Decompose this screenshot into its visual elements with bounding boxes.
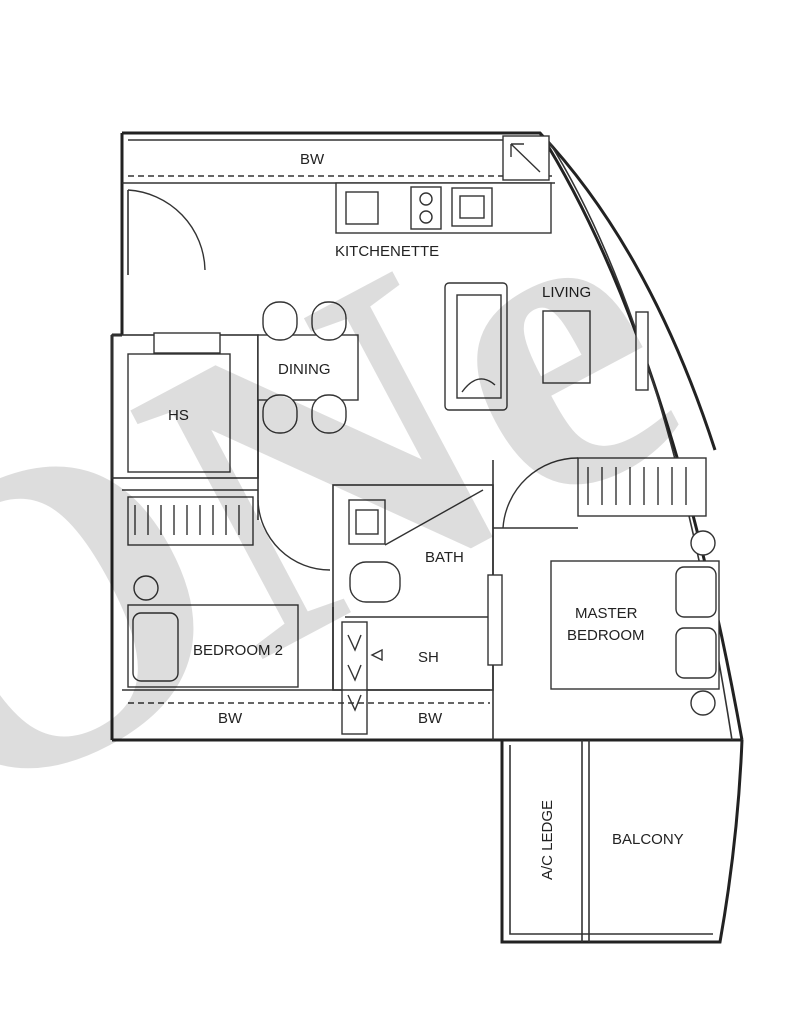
- hs-label: HS: [168, 407, 189, 424]
- dining-label: DINING: [278, 361, 331, 378]
- ac-ledge-label: A/C LEDGE: [539, 800, 556, 880]
- living-label: LIVING: [542, 284, 591, 301]
- kitchen-counter: [335, 182, 552, 234]
- watermark: ONe: [0, 90, 742, 903]
- dining-set: [257, 301, 359, 434]
- kitchenette-label: KITCHENETTE: [335, 243, 439, 260]
- master-bedroom-furniture: [487, 457, 720, 740]
- bedroom2-furniture: [122, 489, 334, 690]
- master-bedroom-label-line2: BEDROOM: [567, 627, 645, 644]
- sh-label: SH: [418, 649, 439, 666]
- living-furniture: [444, 282, 649, 411]
- master-bedroom-label-line1: MASTER: [575, 605, 638, 622]
- bath-label: BATH: [425, 549, 464, 566]
- bay-window-bottom: [122, 689, 490, 704]
- balcony-label: BALCONY: [612, 831, 684, 848]
- entrance-door: [127, 189, 206, 275]
- bedroom2-label: BEDROOM 2: [193, 642, 283, 659]
- bw-top-label: BW: [300, 151, 325, 168]
- bw-left-label: BW: [218, 710, 243, 727]
- balcony-area: [500, 739, 744, 944]
- bw-mid-label: BW: [418, 710, 443, 727]
